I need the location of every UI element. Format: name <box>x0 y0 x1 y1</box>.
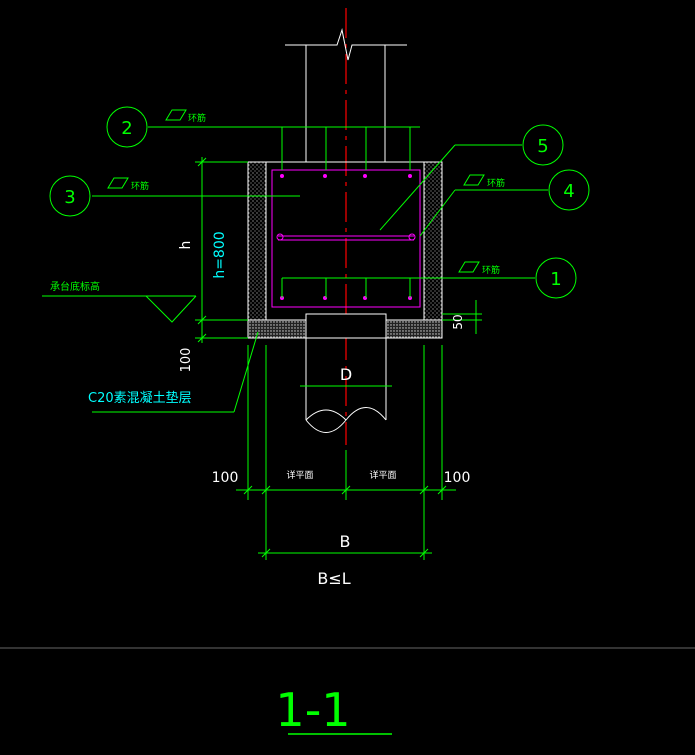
callout-number: 5 <box>537 136 548 157</box>
pile-break <box>305 407 387 433</box>
callout-5: 5 <box>522 124 564 166</box>
callout-4: 4 环筋 <box>463 169 590 211</box>
cap-right-wall <box>423 161 443 321</box>
callout-number: 3 <box>64 187 75 208</box>
dim-h-label: h <box>178 241 194 250</box>
section-title: 1-1 <box>275 683 350 737</box>
dim-left-half: 详平面 <box>286 469 313 481</box>
column-break-line <box>285 28 407 61</box>
leader-lines <box>92 126 548 298</box>
dim-row1-ticks <box>243 485 447 495</box>
callout-1: 1 环筋 <box>458 257 577 299</box>
dim-50 <box>442 300 482 334</box>
cap-bottom-note: 承台底标高 <box>50 280 100 293</box>
dim-right-100: 100 <box>444 470 471 486</box>
cap-outline <box>247 161 443 321</box>
callout-number: 1 <box>550 269 561 290</box>
callout-label: 环筋 <box>487 177 505 189</box>
dim-b: B <box>340 532 351 551</box>
dim-50-text: 50 <box>451 314 465 329</box>
callout-number: 4 <box>563 181 574 202</box>
cap-left-wall <box>247 161 267 321</box>
dim-left-100: 100 <box>212 470 239 486</box>
pile-top <box>305 313 387 339</box>
cushion-note: C20素混凝土垫层 <box>88 390 192 406</box>
dim-d: D <box>340 365 352 384</box>
cushion-leader-diag <box>233 331 259 413</box>
dim-right-half: 详平面 <box>369 469 396 481</box>
callout-number: 2 <box>121 118 132 139</box>
callout-label: 环筋 <box>188 112 206 124</box>
dim-h-value: h=800 <box>212 231 228 278</box>
dim-b-ticks <box>261 548 429 558</box>
dim-b-le-l: B≤L <box>317 569 350 588</box>
rebar-dot <box>408 233 416 241</box>
dim-extension-lines <box>247 345 443 560</box>
rebar-cage <box>271 169 421 308</box>
callout-label: 环筋 <box>482 264 500 276</box>
elevation-mark <box>145 295 197 323</box>
callout-3: 3 环筋 <box>49 175 149 217</box>
dim-bottom-100: 100 <box>179 348 194 373</box>
dim-height <box>195 157 248 343</box>
callout-2: 2 环筋 <box>106 106 206 148</box>
rebar-dot <box>276 233 284 241</box>
callout-label: 环筋 <box>131 180 149 192</box>
